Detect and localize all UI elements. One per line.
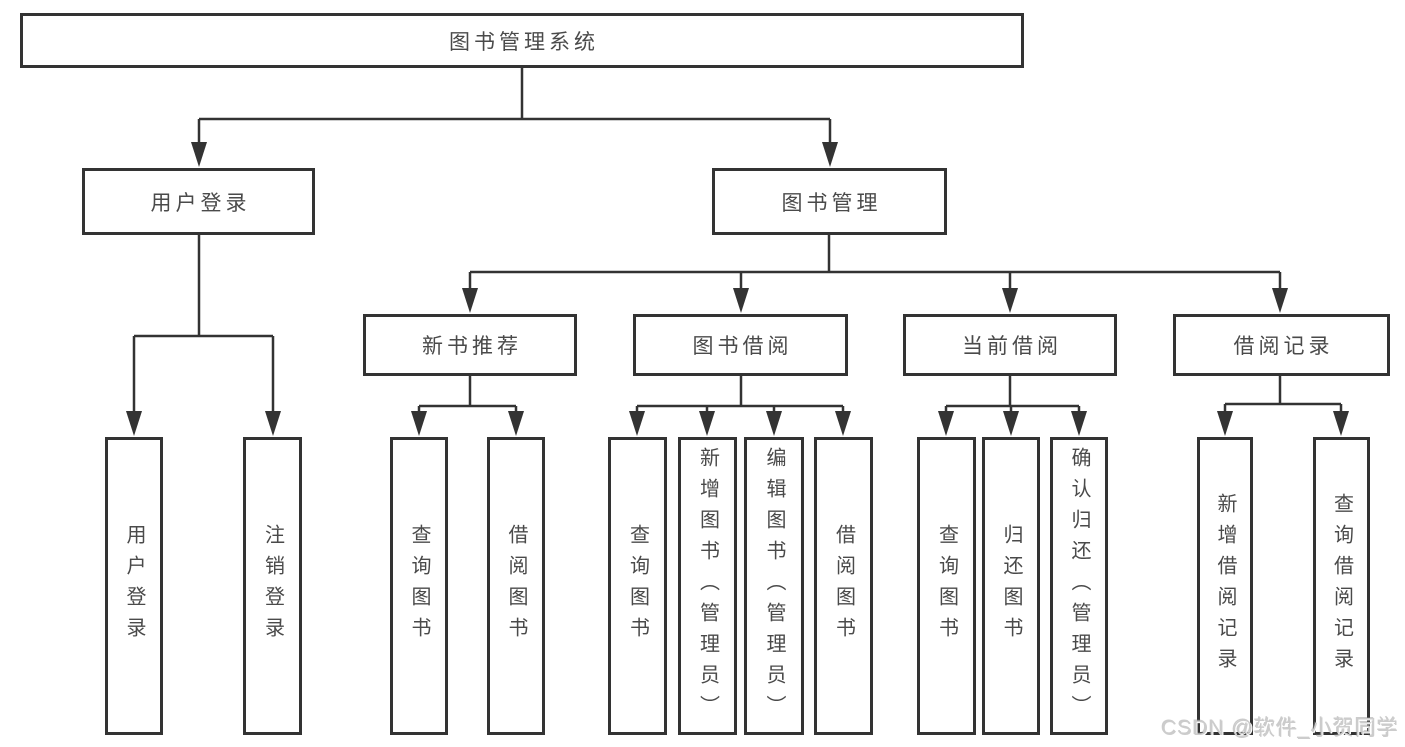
node-root-label: 图书管理系统: [449, 30, 599, 54]
leaf-query-books-borrowing-label: 查询图书: [626, 524, 649, 648]
node-borrowing-records: 借阅记录: [1173, 314, 1390, 376]
leaf-borrow-books-recommend-label: 借阅图书: [505, 524, 527, 648]
leaf-confirm-return-admin: 确认归还（管理员）: [1050, 437, 1108, 735]
leaf-query-books-current: 查询图书: [917, 437, 976, 735]
leaf-add-borrow-record: 新增借阅记录: [1197, 437, 1253, 735]
node-book-management: 图书管理: [712, 168, 947, 235]
node-root: 图书管理系统: [20, 13, 1024, 68]
leaf-confirm-return-admin-label: 确认归还（管理员）: [1068, 446, 1090, 726]
csdn-watermark: CSDN @软件_小贺同学: [1161, 717, 1399, 740]
node-current-borrowing-label: 当前借阅: [962, 335, 1062, 358]
leaf-borrow-books-recommend: 借阅图书: [487, 437, 545, 735]
leaf-add-borrow-record-label: 新增借阅记录: [1214, 493, 1236, 679]
leaf-add-books-admin-label: 新增图书（管理员）: [696, 446, 719, 726]
node-book-borrowing-label: 图书借阅: [692, 335, 793, 358]
node-current-borrowing: 当前借阅: [903, 314, 1117, 376]
node-user-login: 用户登录: [82, 168, 315, 235]
node-new-book-recommend: 新书推荐: [363, 314, 577, 376]
leaf-user-login: 用户登录: [105, 437, 163, 735]
leaf-logout: 注销登录: [243, 437, 302, 735]
leaf-query-books-borrowing: 查询图书: [608, 437, 667, 735]
leaf-query-borrow-record-label: 查询借阅记录: [1330, 493, 1353, 679]
leaf-return-books-label: 归还图书: [1000, 524, 1022, 648]
node-book-borrowing: 图书借阅: [633, 314, 848, 376]
leaf-edit-books-admin-label: 编辑图书（管理员）: [763, 446, 785, 726]
node-borrowing-records-label: 借阅记录: [1233, 335, 1334, 358]
leaf-query-books-current-label: 查询图书: [935, 524, 958, 648]
node-book-management-label: 图书管理: [781, 191, 882, 215]
node-user-login-label: 用户登录: [150, 191, 251, 215]
node-new-book-recommend-label: 新书推荐: [422, 335, 522, 358]
leaf-query-borrow-record: 查询借阅记录: [1313, 437, 1370, 735]
leaf-logout-label: 注销登录: [261, 524, 284, 648]
leaf-query-books-recommend: 查询图书: [390, 437, 448, 735]
leaf-add-books-admin: 新增图书（管理员）: [678, 437, 737, 735]
leaf-borrow-books-label: 借阅图书: [832, 524, 855, 648]
leaf-return-books: 归还图书: [982, 437, 1040, 735]
leaf-user-login-label: 用户登录: [123, 524, 145, 648]
leaf-edit-books-admin: 编辑图书（管理员）: [744, 437, 804, 735]
leaf-query-books-recommend-label: 查询图书: [408, 524, 430, 648]
leaf-borrow-books: 借阅图书: [814, 437, 873, 735]
